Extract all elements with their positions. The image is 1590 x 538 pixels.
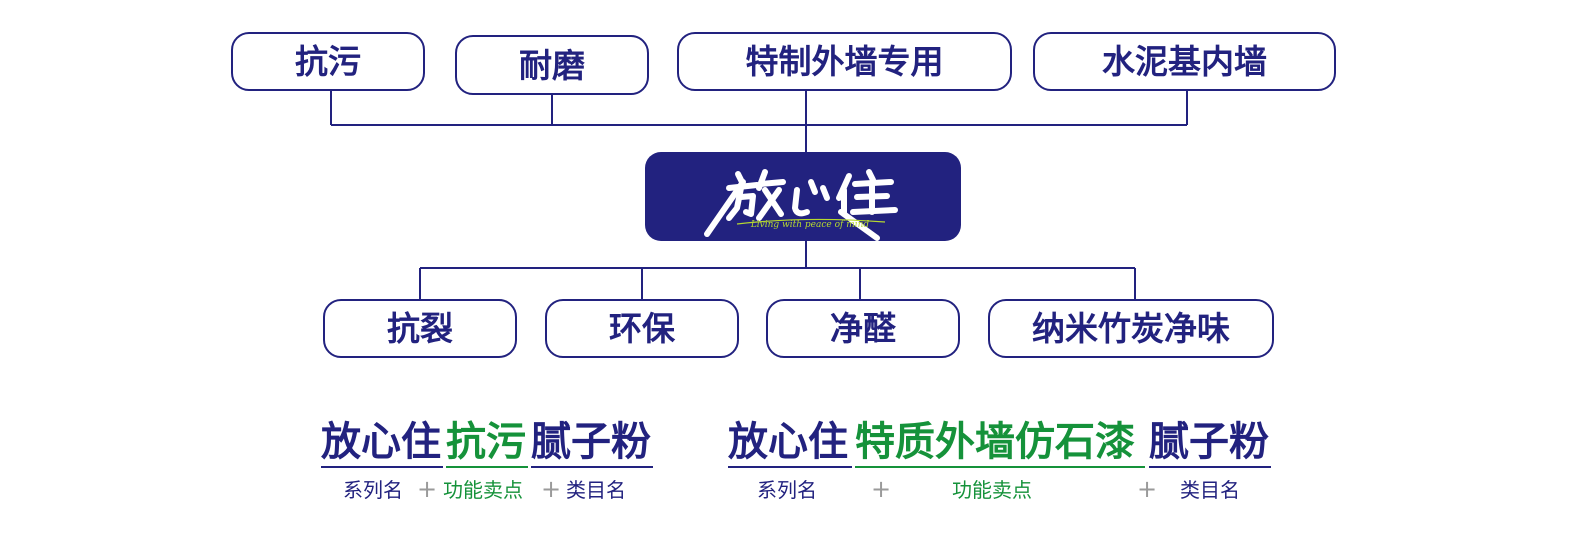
naming-formula-1: 放心住 抗污 腻子粉 系列名 + 功能卖点 + 类目名: [0, 420, 795, 510]
formula-1-feature-caption: 功能卖点: [443, 478, 523, 502]
formula-2-feature-caption: 功能卖点: [952, 478, 1032, 502]
feature-stain-resistant: 抗污: [231, 32, 425, 91]
brand-logo: Living with peace of mind: [704, 169, 898, 241]
formula-1-series: 放心住: [321, 419, 441, 465]
formula-1-category: 腻子粉: [531, 419, 651, 465]
formula-1-series-caption: 系列名: [343, 478, 403, 502]
formula-2-series-underline: [728, 466, 852, 468]
feature-eco-friendly: 环保: [545, 299, 739, 358]
formula-1-category-underline: [531, 466, 653, 468]
formula-2-series: 放心住: [728, 419, 848, 465]
formula-1-feature-underline: [446, 466, 528, 468]
brand-slogan: Living with peace of mind: [750, 220, 870, 230]
formula-2-feature: 特质外墙仿石漆: [855, 419, 1135, 465]
formula-2-plus-2: +: [1137, 475, 1158, 503]
feature-exterior-wall: 特制外墙专用: [677, 32, 1012, 91]
formula-2-feature-underline: [855, 466, 1145, 468]
brand-logo-box: Living with peace of mind: [645, 152, 961, 241]
formula-1-plus-2: +: [541, 475, 562, 503]
feature-wear-resistant: 耐磨: [455, 35, 649, 95]
formula-1-category-caption: 类目名: [566, 478, 626, 502]
formula-2-plus-1: +: [871, 475, 892, 503]
feature-cement-interior: 水泥基内墙: [1033, 32, 1336, 91]
feature-formaldehyde-removal: 净醛: [766, 299, 960, 358]
feature-crack-resistant: 抗裂: [323, 299, 517, 358]
formula-2-category-caption: 类目名: [1180, 478, 1240, 502]
formula-2-category: 腻子粉: [1149, 419, 1269, 465]
feature-nano-charcoal: 纳米竹炭净味: [988, 299, 1274, 358]
naming-formula-2: 放心住 特质外墙仿石漆 腻子粉 系列名 + 功能卖点 + 类目名: [0, 420, 1590, 510]
formula-2-category-underline: [1149, 466, 1271, 468]
formula-1-series-underline: [321, 466, 443, 468]
formula-2-series-caption: 系列名: [757, 478, 817, 502]
formula-1-plus-1: +: [417, 475, 438, 503]
formula-1-feature: 抗污: [446, 419, 526, 465]
